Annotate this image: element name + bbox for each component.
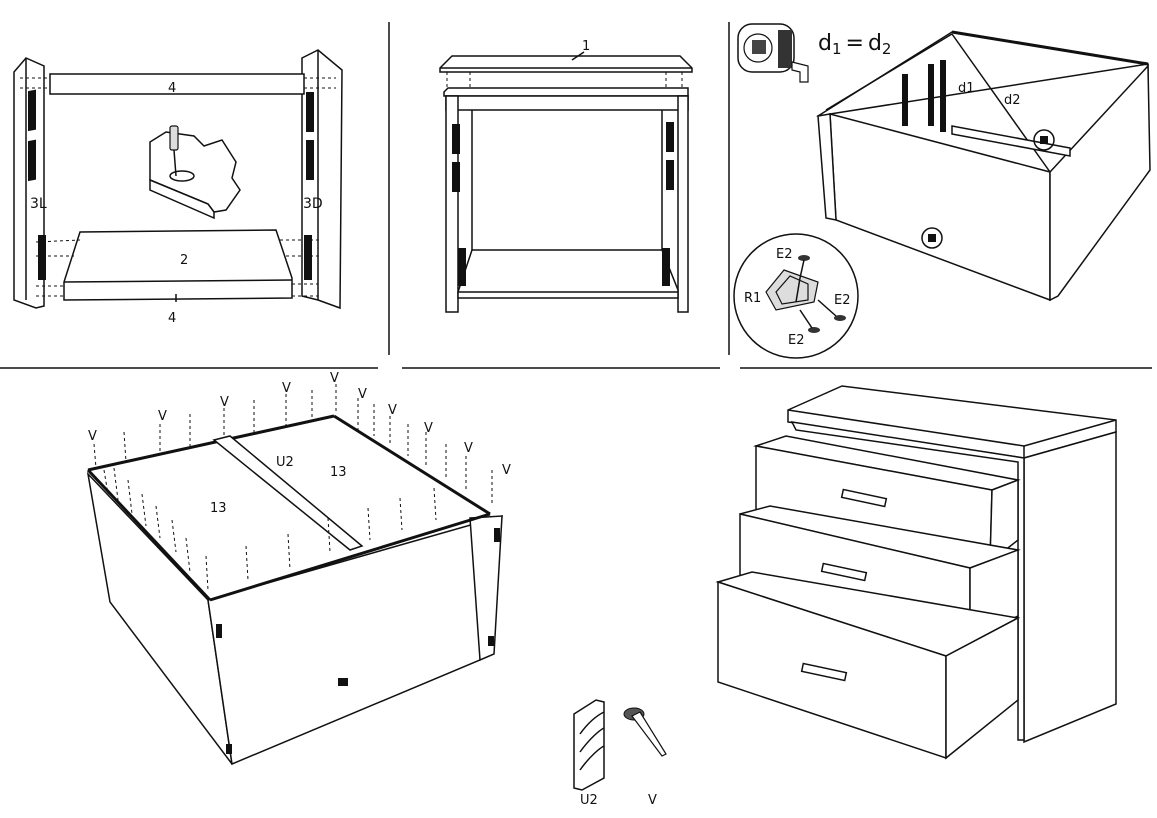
chest-side [1023,431,1117,744]
screwdriver-detail [149,125,241,220]
label-u2: U2 [276,455,294,470]
parts-legend: U2 V [573,699,667,808]
label-d2: d2 [1004,93,1021,108]
svg-text:d1=d2: d1=d2 [818,31,891,58]
step1-panel: 3L 3D 4 2 4 [13,49,343,326]
step4-panel: U2 13 13 [86,371,511,766]
nail-part-icon [623,707,667,757]
nail-label-v: V [464,441,473,456]
legend-v: V [648,793,657,808]
label-e2-right: E2 [834,293,851,308]
nail-label-v: V [388,403,397,418]
tape-measure-icon [737,23,809,83]
label-d1: d1 [958,81,975,96]
label-top-panel: 1 [582,39,590,54]
legend-u2: U2 [580,793,598,808]
screw-icon [798,255,846,333]
label-3l: 3L [30,196,47,212]
drawer-handle-3 [800,662,848,682]
drawer-handle-1 [840,488,888,508]
step2-panel: 1 [439,39,693,313]
label-3d: 3D [303,196,323,212]
label-13-right: 13 [330,465,347,480]
right-side [677,95,689,313]
bracket-inset: E2 R1 E2 E2 [733,233,859,359]
nail-label-v: V [424,421,433,436]
label-base: 2 [180,253,188,268]
label-bottom-rail: 4 [168,311,176,326]
step3-panel: d1=d2 d1 d2 [733,23,1151,359]
nail-label-v: V [330,371,339,386]
top-panel [439,55,693,73]
nail-label-v: V [502,463,511,478]
drawer-handle-2 [820,562,868,582]
divider-u2 [212,435,364,551]
nail-label-v: V [158,409,167,424]
nail-label-v: V [282,381,291,396]
top-rail [49,73,305,95]
nail-row [93,384,493,591]
panel-separators [0,22,1152,369]
chest-of-drawers [715,385,1117,760]
base-panel [63,229,293,301]
formula-d1-equals-d2: d1=d2 [818,31,891,58]
label-13-left: 13 [210,501,227,516]
nail-label-v: V [88,429,97,444]
label-e2-bottom: E2 [788,333,805,348]
label-top-rail: 4 [168,81,176,96]
label-e2-top: E2 [776,247,793,262]
nail-label-v: V [220,395,229,410]
drawer-front [207,514,503,766]
nail-label-v: V [358,387,367,402]
divider-part-icon [573,699,605,791]
label-r1: R1 [744,291,761,306]
